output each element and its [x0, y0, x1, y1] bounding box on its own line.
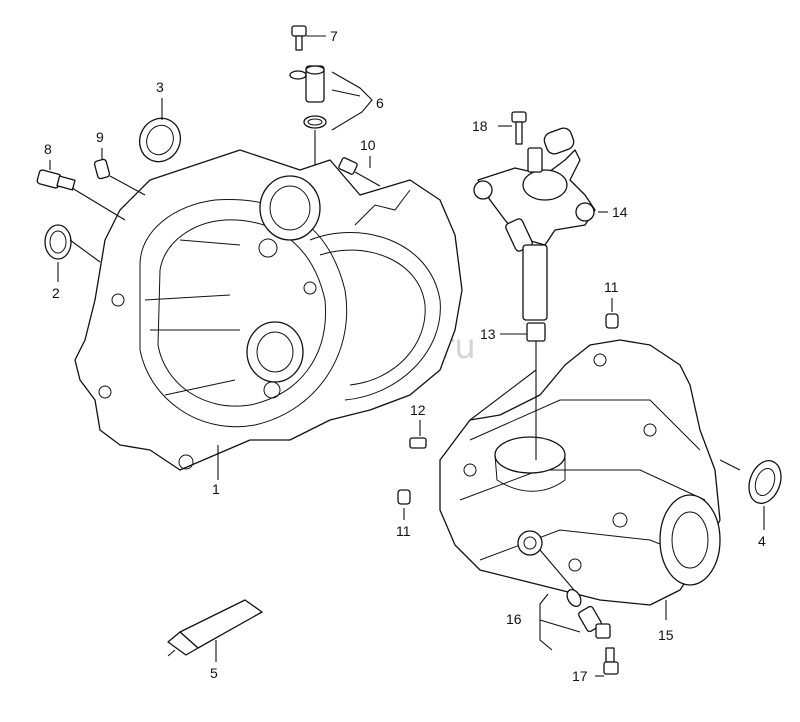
- part-bolt-10[interactable]: [338, 157, 381, 187]
- part-sealant-tube[interactable]: [167, 599, 263, 657]
- callout-13: 13: [480, 326, 496, 342]
- callout-16: 16: [506, 611, 522, 627]
- part-magnet[interactable]: [409, 437, 427, 449]
- part-sleeve[interactable]: [526, 322, 546, 342]
- callout-11-lower: 11: [396, 523, 411, 539]
- callout-9: 9: [96, 129, 104, 145]
- part-dowel-pin[interactable]: [93, 158, 111, 180]
- part-seal-ring[interactable]: [133, 112, 188, 169]
- callout-3: 3: [156, 79, 164, 95]
- callout-6: 6: [376, 95, 384, 111]
- callout-18: 18: [472, 118, 488, 134]
- callout-1: 1: [212, 481, 220, 497]
- part-sensor-assembly[interactable]: [289, 25, 327, 129]
- callout-labels: 1 2 3 4 5 6 7 8 9 10 11 11 12 13 14 15 1…: [44, 28, 766, 684]
- callout-5: 5: [210, 665, 218, 681]
- part-pin-11-upper[interactable]: [605, 313, 619, 329]
- callout-12: 12: [410, 402, 426, 418]
- callout-4: 4: [758, 533, 766, 549]
- callout-14: 14: [612, 204, 628, 220]
- part-seal-right[interactable]: [743, 456, 786, 508]
- callout-7: 7: [330, 28, 338, 44]
- part-clutch-housing[interactable]: [74, 149, 463, 471]
- callout-2: 2: [52, 285, 60, 301]
- callout-17: 17: [572, 668, 588, 684]
- callout-11-upper: 11: [604, 279, 619, 295]
- callout-8: 8: [44, 141, 52, 157]
- part-plug-bolt[interactable]: [36, 169, 76, 191]
- part-shift-mechanism[interactable]: [473, 111, 596, 321]
- part-seal-small[interactable]: [44, 224, 72, 260]
- part-gearbox-housing[interactable]: [439, 339, 721, 606]
- callout-15: 15: [658, 627, 674, 643]
- part-reverse-switch[interactable]: [564, 587, 619, 675]
- leader-lines: [49, 35, 765, 677]
- callout-10: 10: [360, 137, 376, 153]
- part-pin-11-lower[interactable]: [397, 489, 411, 505]
